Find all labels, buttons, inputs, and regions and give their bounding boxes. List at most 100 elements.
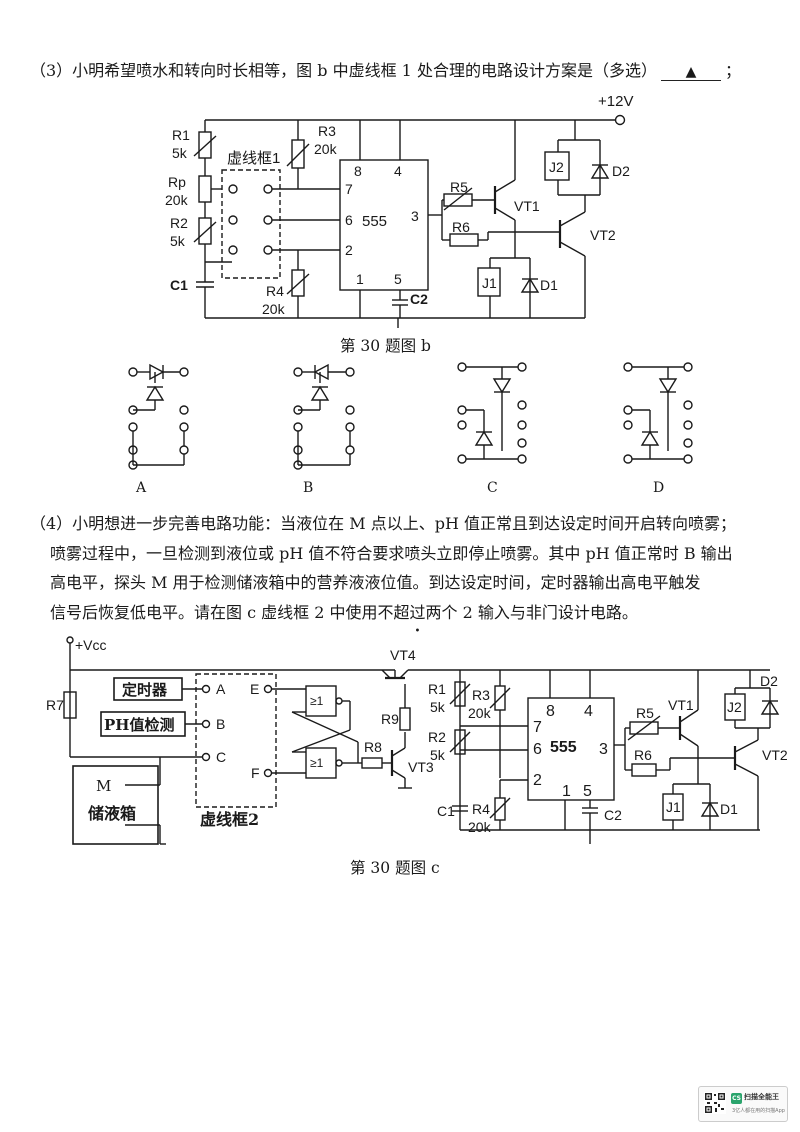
pin-8: 8 xyxy=(546,703,555,720)
rp-resistor xyxy=(198,175,212,203)
r4-resistor xyxy=(494,797,506,821)
r3-label: R3 xyxy=(472,687,490,703)
r6-resistor xyxy=(449,233,479,247)
ic-555-body xyxy=(339,159,429,291)
box1-terminal xyxy=(228,215,238,225)
option-a-circuit xyxy=(128,363,189,470)
r6-resistor xyxy=(631,763,657,777)
vt3-label: VT3 xyxy=(408,759,434,775)
pin-2: 2 xyxy=(345,242,353,258)
qr-code-icon xyxy=(704,1092,726,1114)
r8-label: R8 xyxy=(364,739,382,755)
r3-value: 20k xyxy=(468,705,492,721)
r2-resistor xyxy=(198,217,212,245)
r7-label: R7 xyxy=(46,697,64,713)
r3-label: R3 xyxy=(318,123,336,139)
vcc-terminal xyxy=(66,636,74,644)
c1-label: C1 xyxy=(170,277,188,293)
vt4-label: VT4 xyxy=(390,647,416,663)
d1-diode xyxy=(520,277,540,293)
dashed-box-2 xyxy=(195,673,277,808)
d2-diode xyxy=(590,163,610,179)
input-c-label: C xyxy=(216,749,226,765)
r2-value: 5k xyxy=(430,747,446,763)
d1-label: D1 xyxy=(720,801,738,817)
pin-6: 6 xyxy=(345,212,353,228)
ph-detect-label: PH值检测 xyxy=(104,716,174,734)
j1-relay xyxy=(477,267,501,297)
input-terminal-c xyxy=(201,752,211,762)
r1-value: 5k xyxy=(172,145,188,161)
option-c-label[interactable]: C xyxy=(487,480,498,496)
ic-555-label: 555 xyxy=(362,213,387,230)
option-a-label[interactable]: A xyxy=(136,480,147,496)
pin-6: 6 xyxy=(533,741,542,758)
dashed-box-1-label: 虚线框1 xyxy=(227,150,280,167)
r3-value: 20k xyxy=(314,141,338,157)
option-c-circuit xyxy=(457,362,527,464)
tank-label: 储液箱 xyxy=(87,804,136,823)
pin-8: 8 xyxy=(354,163,362,179)
answer-blank[interactable]: ▲ xyxy=(660,64,721,81)
c2-label: C2 xyxy=(604,807,622,823)
pin-3: 3 xyxy=(599,741,608,758)
question-4: （4）小明想进一步完善电路功能：当液位在 M 点以上、pH 值正常且到达设定时间… xyxy=(30,509,780,627)
scanner-watermark: CS 扫描全能王 3亿人都在用的扫描App xyxy=(698,1086,788,1122)
r1-value: 5k xyxy=(430,699,446,715)
dashed-box-2-label: 虚线框2 xyxy=(200,810,259,829)
box1-terminal xyxy=(228,245,238,255)
figure-b-caption: 第 30 题图 b xyxy=(340,337,431,355)
figure-c-caption: 第 30 题图 c xyxy=(350,859,440,877)
d1-diode xyxy=(700,801,720,817)
ic-555-label: 555 xyxy=(550,739,577,756)
r4-label: R4 xyxy=(472,801,490,817)
box1-terminal xyxy=(263,215,273,225)
vt2-label: VT2 xyxy=(762,747,788,763)
pin-4: 4 xyxy=(584,703,593,720)
tank-m-label: M xyxy=(96,777,111,795)
vt1-label: VT1 xyxy=(668,697,694,713)
j1-label: J1 xyxy=(482,275,497,291)
r5-label: R5 xyxy=(636,705,654,721)
j2-label: J2 xyxy=(549,159,564,175)
option-b-label[interactable]: B xyxy=(303,480,314,496)
pin-5: 5 xyxy=(583,783,592,800)
r5-resistor xyxy=(443,193,473,207)
pin-3: 3 xyxy=(411,208,419,224)
gate-bottom-label: ≥1 xyxy=(310,756,324,770)
vcc-label: +Vcc xyxy=(75,637,107,653)
r1-resistor xyxy=(198,131,212,159)
output-terminal-e xyxy=(263,684,273,694)
camscanner-logo-icon: CS xyxy=(731,1093,742,1104)
d2-label: D2 xyxy=(760,673,778,689)
r4-value: 20k xyxy=(262,301,286,317)
r3-resistor xyxy=(291,139,305,169)
figure-c-circuit: +Vcc R7 定时器 PH值检测 M 储液箱 A B C E F ≥1 ≥1 … xyxy=(46,636,788,845)
figure-b-circuit: +12V xyxy=(165,93,633,328)
option-d-label[interactable]: D xyxy=(653,480,665,496)
r1-label: R1 xyxy=(428,681,446,697)
j1-label: J1 xyxy=(666,799,681,815)
ic-555-body xyxy=(527,697,615,801)
pin-7: 7 xyxy=(533,719,542,736)
r5-label: R5 xyxy=(450,179,468,195)
timer-label: 定时器 xyxy=(122,681,168,699)
input-b-label: B xyxy=(216,716,225,732)
question-4-line: 高电平，探头 M 用于检测储液箱中的营养液液位值。到达设定时间，定时器输出高电平… xyxy=(50,573,701,592)
emphasized-text: 不超过两个 xyxy=(378,603,458,622)
box1-terminal xyxy=(228,184,238,194)
pin-2: 2 xyxy=(533,772,542,789)
rp-value: 20k xyxy=(165,192,189,208)
r9-label: R9 xyxy=(381,711,399,727)
j2-label: J2 xyxy=(727,699,742,715)
vt2-label: VT2 xyxy=(590,227,616,243)
pin-7: 7 xyxy=(345,181,353,197)
box1-terminal xyxy=(263,184,273,194)
output-terminal-f xyxy=(263,768,273,778)
blank-triangle-mark: ▲ xyxy=(685,64,697,80)
supply-label: +12V xyxy=(598,93,633,110)
r2-label: R2 xyxy=(428,729,446,745)
question-4-line: 信号后恢复低电平。请在图 c 虚线框 2 中使用不超过两个 2 输入与非门设计电… xyxy=(30,598,780,628)
answer-options xyxy=(128,362,693,470)
r4-label: R4 xyxy=(266,283,284,299)
